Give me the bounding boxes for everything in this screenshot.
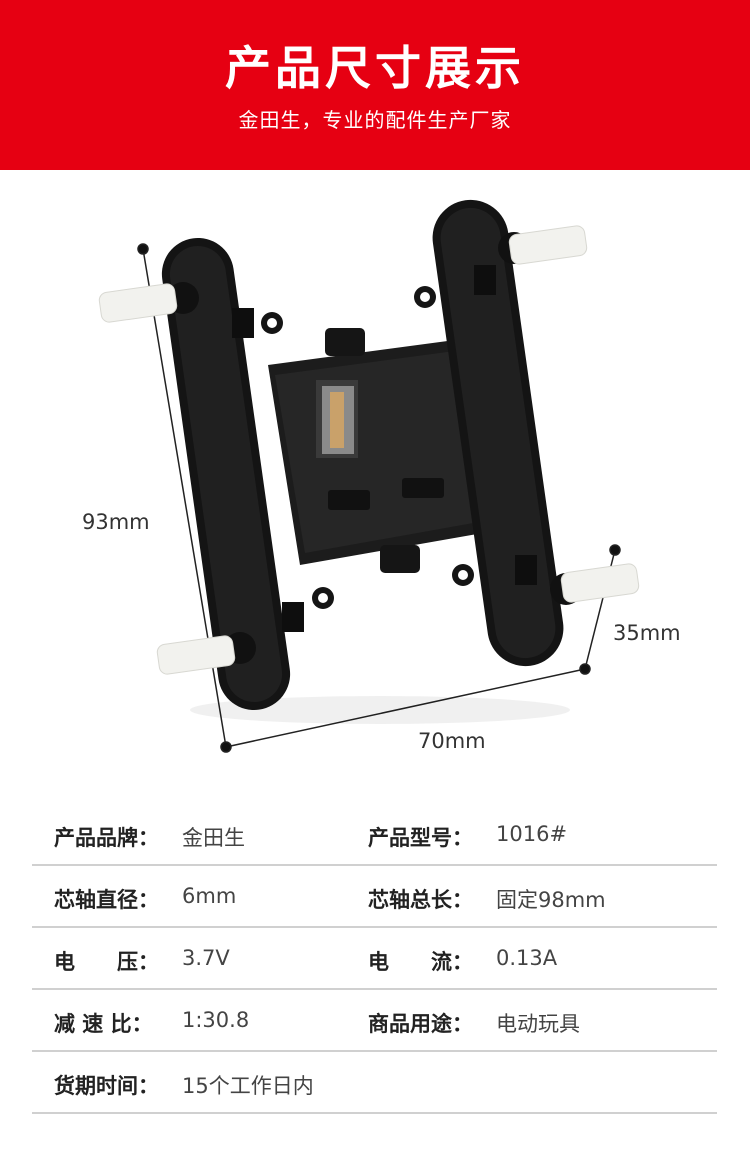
width-dimension-label: 70mm [418, 729, 486, 753]
page-subtitle: 金田生，专业的配件生产厂家 [238, 108, 512, 132]
spec-value-current: 0.13A [496, 946, 558, 970]
spec-row: 产品品牌： 金田生 产品型号： 1016# [32, 804, 717, 866]
product-figure: 93mm 70mm 35mm [0, 170, 750, 790]
height-dimension-label: 93mm [82, 510, 150, 534]
spec-row: 芯轴直径： 6mm 芯轴总长： 固定98mm [32, 866, 717, 928]
spec-label-model: 产品型号： [368, 826, 473, 850]
spec-label-brand: 产品品牌： [54, 826, 159, 850]
spec-row: 减 速 比： 1:30.8 商品用途： 电动玩具 [32, 990, 717, 1052]
spec-label-shaft-length: 芯轴总长： [368, 888, 473, 912]
spec-table: 产品品牌： 金田生 产品型号： 1016# 芯轴直径： 6mm 芯轴总长： 固定… [32, 804, 717, 1114]
spec-label-shaft-diameter: 芯轴直径： [54, 888, 159, 912]
spec-label-lead-time: 货期时间： [54, 1074, 159, 1098]
depth-dimension-label: 35mm [613, 621, 681, 645]
spec-label-usage: 商品用途： [368, 1012, 473, 1036]
spec-label-reduction-ratio: 减 速 比： [54, 1012, 153, 1036]
spec-value-voltage: 3.7V [182, 946, 230, 970]
spec-row: 电 压： 3.7V 电 流： 0.13A [32, 928, 717, 990]
spec-value-reduction-ratio: 1:30.8 [182, 1008, 250, 1032]
gearbox-body [268, 328, 500, 573]
spec-value-usage: 电动玩具 [496, 1012, 580, 1036]
spec-value-model: 1016# [496, 822, 568, 846]
spec-value-shaft-length: 固定98mm [496, 888, 606, 912]
spec-label-current: 电 流： [368, 950, 473, 974]
spec-label-voltage: 电 压： [54, 950, 159, 974]
page-title: 产品尺寸展示 [225, 41, 525, 95]
header-banner: 产品尺寸展示 金田生，专业的配件生产厂家 [0, 0, 750, 170]
gearbox-illustration [98, 199, 640, 753]
spec-value-shaft-diameter: 6mm [182, 884, 237, 908]
spec-value-brand: 金田生 [182, 826, 245, 850]
spec-value-lead-time: 15个工作日内 [182, 1074, 314, 1098]
output-shafts [98, 225, 640, 675]
spec-row: 货期时间： 15个工作日内 [32, 1052, 717, 1114]
